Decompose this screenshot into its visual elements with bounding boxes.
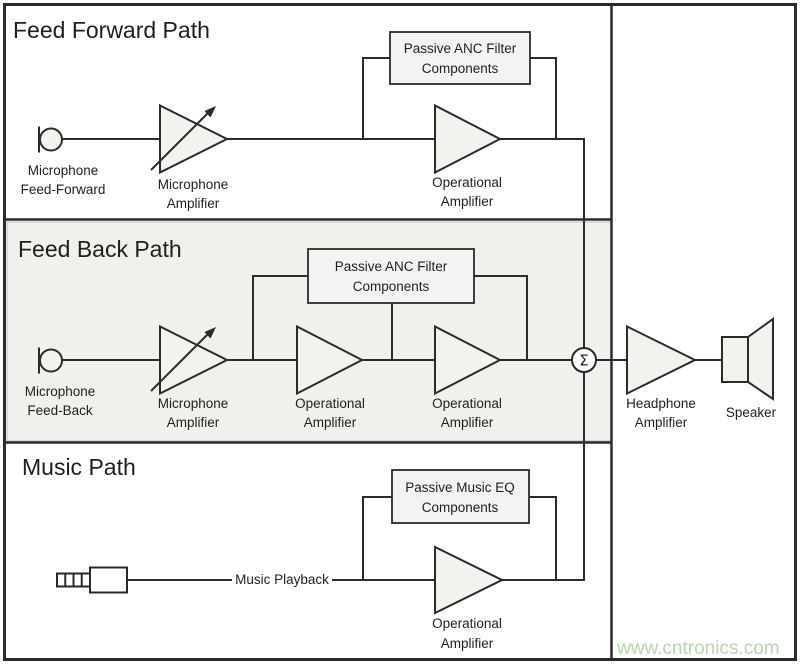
- microphone-icon: [39, 348, 63, 373]
- speaker-icon: [721, 317, 774, 401]
- mic-ff-label-2: Feed-Forward: [21, 182, 106, 197]
- ff-anc-filter-box: [389, 31, 531, 85]
- outer-border: [3, 3, 797, 661]
- audio-jack-icon: [56, 566, 128, 594]
- ff-mic-amp-label-1: Microphone: [158, 177, 229, 192]
- fb-mic-amplifier-triangle: [159, 324, 230, 396]
- fb-mic-amp-label-2: Amplifier: [167, 415, 220, 430]
- fb-gain-arrowhead-icon: [204, 327, 216, 339]
- ff-mic-amplifier-triangle: [159, 103, 230, 175]
- fb-op-amp1-triangle: [296, 324, 365, 396]
- ff-op-amp-label-1: Operational: [432, 175, 502, 190]
- fb-anc-filter-label-2: Components: [353, 279, 430, 294]
- music-playback-label: Music Playback: [235, 572, 329, 587]
- music-op-amp-triangle: [434, 545, 505, 615]
- music-eq-label-1: Passive Music EQ: [405, 480, 515, 495]
- fb-op-amp2-label-1: Operational: [432, 396, 502, 411]
- fb-anc-filter-label-1: Passive ANC Filter: [335, 259, 448, 274]
- ff-gain-arrowhead-icon: [204, 106, 216, 118]
- fb-op-amp2-triangle: [434, 324, 503, 396]
- ff-gain-arrow: [150, 112, 209, 171]
- music-eq-label-2: Components: [422, 500, 499, 515]
- music-op-amp-label-1: Operational: [432, 616, 502, 631]
- mic-fb-label-1: Microphone: [25, 384, 96, 399]
- ff-feedback-right-wire: [529, 57, 557, 140]
- speaker-label: Speaker: [726, 405, 777, 420]
- feed-forward-section: Feed Forward Path Microphone Feed-Forwar…: [13, 17, 585, 211]
- fb-gain-arrow: [150, 333, 209, 392]
- feed-back-section: Feed Back Path Microphone Feed-Back Micr…: [18, 236, 573, 430]
- fb-anc-filter-box: [307, 248, 475, 304]
- ff-anc-filter-label-1: Passive ANC Filter: [404, 41, 517, 56]
- music-op-amp-label-2: Amplifier: [441, 636, 494, 651]
- ff-op-amp-triangle: [434, 103, 503, 175]
- headphone-amp-label-2: Amplifier: [635, 415, 688, 430]
- ff-anc-filter-label-2: Components: [422, 61, 499, 76]
- jack-body: [89, 566, 128, 594]
- fb-feedback-left-wire: [252, 275, 309, 361]
- music-feedback-right-wire: [528, 496, 557, 581]
- music-feedback-left-wire: [362, 496, 393, 581]
- fb-op-amp1-label-2: Amplifier: [304, 415, 357, 430]
- music-eq-box: [391, 469, 530, 524]
- ff-op-amp-label-2: Amplifier: [441, 194, 494, 209]
- feed-forward-title: Feed Forward Path: [13, 17, 210, 43]
- fb-op-amp1-label-1: Operational: [295, 396, 365, 411]
- sigma-icon: Σ: [579, 352, 588, 370]
- mic-ff-label-1: Microphone: [28, 163, 99, 178]
- headphone-amp-triangle: [626, 324, 698, 396]
- feed-back-title: Feed Back Path: [18, 236, 182, 262]
- fb-feedback-right-wire: [473, 275, 528, 361]
- mic-fb-label-2: Feed-Back: [27, 403, 93, 418]
- microphone-icon: [39, 127, 63, 152]
- music-section: Music Path Music Playback Passive Music …: [22, 454, 585, 651]
- headphone-amp-label-1: Headphone: [626, 396, 696, 411]
- output-section: Σ Headphone Amplifier Speaker: [571, 138, 777, 581]
- music-title: Music Path: [22, 454, 136, 480]
- fb-op-amp2-label-2: Amplifier: [441, 415, 494, 430]
- ff-feedback-left-wire: [362, 57, 391, 140]
- watermark-text: www.cntronics.com: [616, 638, 780, 659]
- speaker-horn: [747, 317, 774, 401]
- ff-mic-amp-label-2: Amplifier: [167, 196, 220, 211]
- fb-mic-amp-label-1: Microphone: [158, 396, 229, 411]
- speaker-driver: [721, 336, 749, 383]
